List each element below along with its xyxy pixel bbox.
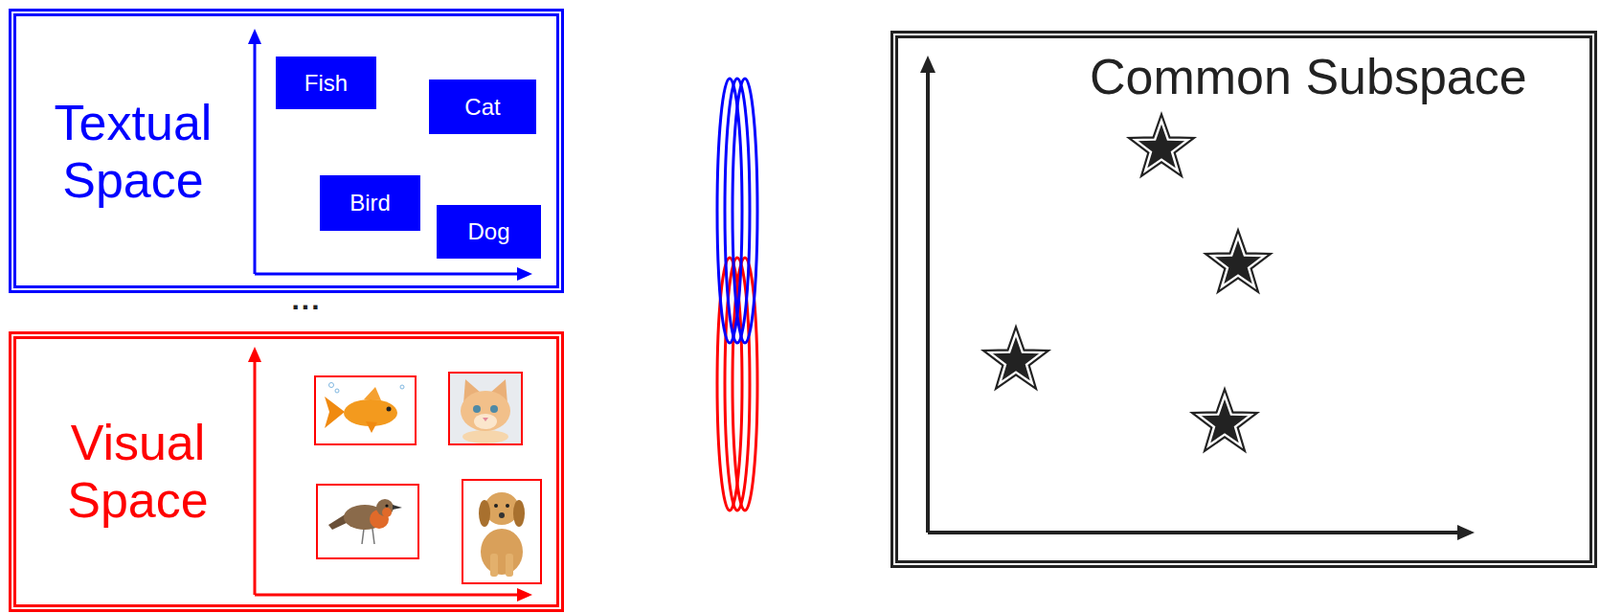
star-inner-ring xyxy=(1135,120,1189,171)
picture-frame xyxy=(315,376,416,445)
space-panel: Textual Space FishCatBirdDog xyxy=(8,8,564,293)
textual-axes xyxy=(247,28,533,281)
fish-eye xyxy=(386,406,392,412)
class-label-box: Fish xyxy=(275,56,377,110)
axis-arrowhead xyxy=(517,267,533,281)
fish-fin xyxy=(363,386,382,401)
panel-title: Textual Space xyxy=(42,93,225,209)
axis-arrowhead xyxy=(247,28,262,45)
axis-line xyxy=(927,530,1460,535)
dog-eye xyxy=(505,503,510,508)
axis-arrowhead xyxy=(1457,524,1475,541)
picture-frame xyxy=(449,372,522,445)
bird-picture xyxy=(316,484,419,559)
dog-eye xyxy=(494,503,498,508)
embedding-stars xyxy=(983,113,1271,451)
cat-eye xyxy=(490,405,498,413)
visual-axes xyxy=(247,346,533,602)
axis-line xyxy=(254,272,519,276)
axis-line xyxy=(254,593,519,597)
fish-picture xyxy=(315,376,416,445)
class-label: Dog xyxy=(467,218,510,246)
projection-discs xyxy=(717,78,758,511)
bubble xyxy=(335,388,339,393)
bird-leg xyxy=(372,528,375,544)
axis-line xyxy=(253,360,257,595)
cat-muzzle xyxy=(473,413,497,429)
dog-leg xyxy=(490,553,498,577)
dog-nose xyxy=(498,512,505,519)
class-label-box: Bird xyxy=(319,175,421,231)
star-point xyxy=(1128,113,1195,177)
cat-nose xyxy=(482,417,489,422)
class-label-box: Cat xyxy=(428,79,537,135)
class-label-box: Dog xyxy=(436,204,541,259)
fish-tail xyxy=(324,396,345,429)
dog-ear xyxy=(478,499,491,527)
dog-ear xyxy=(513,499,525,527)
space-panel: Visual Space xyxy=(8,331,564,612)
star-inner-ring xyxy=(1212,236,1265,287)
common-axes xyxy=(920,55,1475,541)
star-point xyxy=(983,326,1049,389)
star-inner-ring xyxy=(990,333,1043,384)
axis-arrowhead xyxy=(920,55,936,73)
textual-disc xyxy=(732,78,758,343)
panel-title: Common Subspace xyxy=(1089,47,1528,106)
cat-picture xyxy=(449,372,522,445)
picture-frame xyxy=(316,484,419,559)
dog-leg xyxy=(505,553,514,577)
axis-arrowhead xyxy=(247,346,262,362)
axis-line xyxy=(253,42,257,274)
fish-fin xyxy=(365,421,378,433)
picture-frame xyxy=(462,479,541,584)
bird-eye xyxy=(384,503,388,507)
cat-body xyxy=(462,429,509,444)
bird-throat xyxy=(382,507,392,518)
space-panel: Common Subspace xyxy=(890,30,1598,568)
bird-head xyxy=(376,498,394,517)
class-label: Cat xyxy=(464,93,500,121)
bird-leg xyxy=(361,528,364,544)
dog-picture xyxy=(462,479,541,584)
bubble xyxy=(329,383,335,388)
cat-head xyxy=(460,390,511,431)
dog-body xyxy=(480,528,523,575)
bird-beak xyxy=(392,504,403,510)
class-label: Fish xyxy=(304,69,348,97)
panel-title: Visual Space xyxy=(46,413,229,529)
star-inner-ring xyxy=(1198,395,1252,446)
class-label: Bird xyxy=(349,189,391,217)
axis-line xyxy=(925,70,930,533)
ellipsis-label: ... xyxy=(268,283,345,316)
label-layer: ... xyxy=(268,283,345,316)
bubble xyxy=(400,384,405,389)
star-point xyxy=(1205,229,1271,293)
star-point xyxy=(1192,388,1258,451)
cat-eye xyxy=(473,405,481,413)
axis-arrowhead xyxy=(517,587,533,602)
